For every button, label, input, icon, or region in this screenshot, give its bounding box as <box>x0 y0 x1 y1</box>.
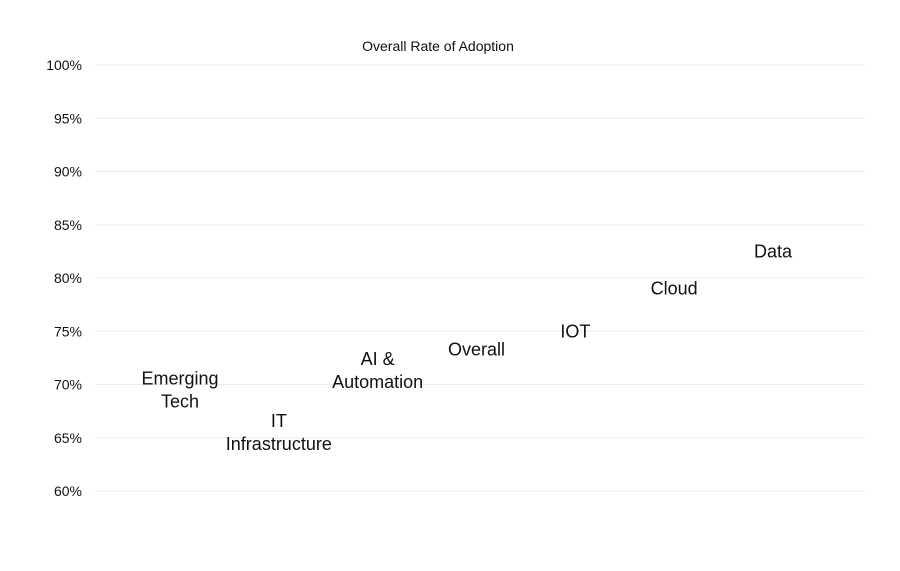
y-tick-label: 100% <box>46 57 82 73</box>
gridlines <box>95 64 865 492</box>
y-tick-label: 95% <box>54 110 82 126</box>
data-point-label-line: Overall <box>448 339 505 359</box>
data-point-label: IOT <box>560 321 590 341</box>
data-point-label-line: Infrastructure <box>226 434 332 454</box>
data-point-label-line: AI & <box>361 349 395 369</box>
data-point-label: IT Infrastructure <box>226 411 332 454</box>
y-tick-label: 90% <box>54 164 82 180</box>
y-tick-label: 65% <box>54 430 82 446</box>
y-axis-ticks: 100% 95% 90% 85% 80% 75% 70% 65% 60% <box>46 57 82 499</box>
data-point-label-line: IT <box>271 411 287 431</box>
chart-title: Overall Rate of Adoption <box>362 38 514 54</box>
data-point-label: Cloud <box>651 279 698 299</box>
data-point-label-line: Data <box>754 241 793 261</box>
data-point-label-line: Emerging <box>141 368 218 388</box>
data-point-label: AI & Automation <box>332 349 423 392</box>
y-tick-label: 70% <box>54 377 82 393</box>
data-point-label-line: Automation <box>332 372 423 392</box>
y-tick-label: 85% <box>54 217 82 233</box>
data-point-label: Data <box>754 241 793 261</box>
y-tick-label: 80% <box>54 270 82 286</box>
y-tick-label: 60% <box>54 483 82 499</box>
data-point-label-line: Cloud <box>651 279 698 299</box>
data-point-label-line: Tech <box>161 391 199 411</box>
data-point-label-line: IOT <box>560 321 590 341</box>
data-point-label: Overall <box>448 339 505 359</box>
y-tick-label: 75% <box>54 323 82 339</box>
